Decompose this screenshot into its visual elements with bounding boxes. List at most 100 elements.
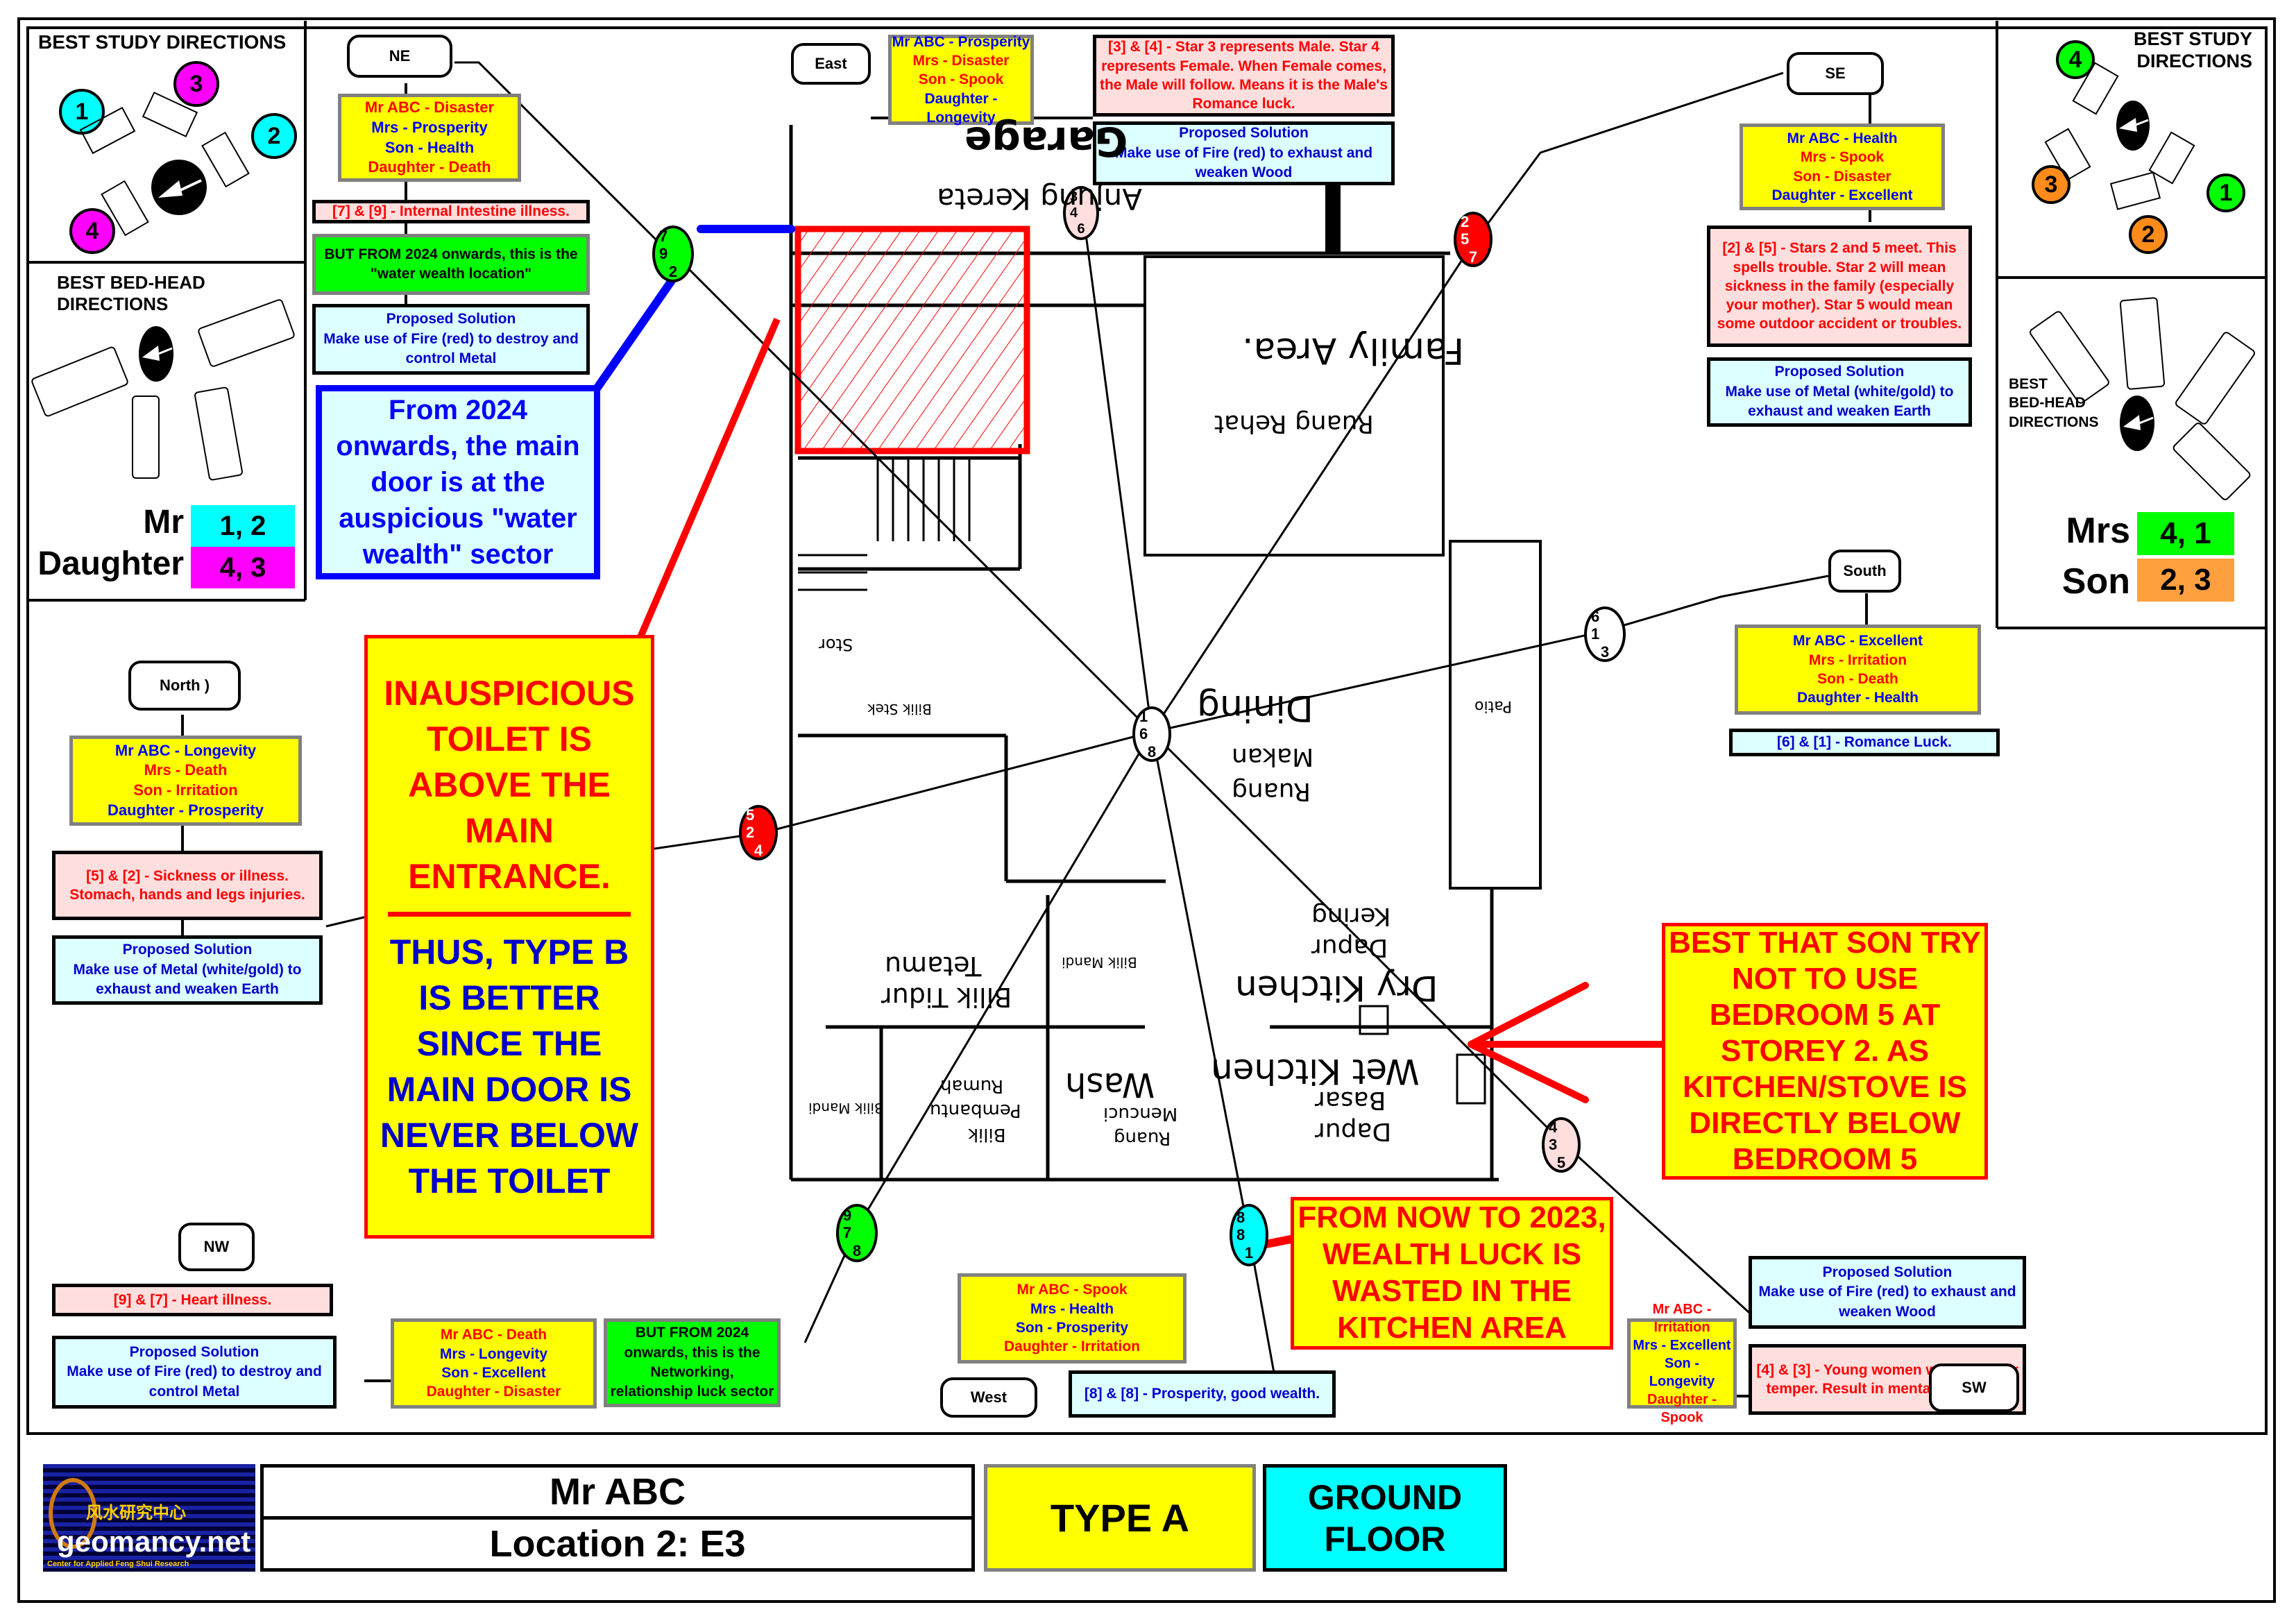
logo-text: geomancy.net [57,1525,251,1558]
study-number-badge: 1 [59,89,105,135]
luck-line: Daughter - Irritation [1003,1339,1140,1355]
luck-line: Mrs - Health [1030,1300,1114,1317]
star-bottom: 8 [1147,742,1157,760]
room-label-bath-2: Bilik Mandi [1062,954,1137,971]
luck-line: Mr ABC - Excellent [1792,633,1923,649]
room-label-guest-bed-1: Bilik Tidur [881,982,1012,1012]
client-name: Mr ABC [260,1464,975,1520]
solution-text: Make use of Fire (red) to exhaust and we… [1114,144,1373,181]
solution-ne: Proposed Solution Make use of Fire (red)… [312,304,590,375]
sector-label-east: East [791,43,871,85]
room-label-family-malay: Ruang Rehat [1214,409,1374,438]
compass-icon [2116,101,2150,151]
bed-title-line: BED-HEAD [2009,395,2086,411]
left-study-title: BEST STUDY DIRECTIONS [38,31,287,53]
type-label: TYPE A [984,1464,1256,1572]
luck-line: Mr ABC - Prosperity [892,33,1030,50]
sector-label-west: West [940,1377,1037,1418]
green-note-ne: BUT FROM 2024 onwards, this is the "wate… [312,234,590,295]
sector-label-sw: SW [1929,1363,2019,1412]
sector-label-se: SE [1787,52,1884,95]
room-label-wet-kitchen-malay-2: Basar [1315,1086,1386,1114]
room-label-maid-1: Bilik [968,1124,1006,1145]
note-east: [3] & [4] - Star 3 represents Male. Star… [1093,35,1395,117]
study-number-badge: 1 [2206,173,2245,212]
room-label-dining-malay-1: Ruang [1232,777,1311,806]
room-label-dining-malay-2: Makan [1232,742,1314,771]
room-label-dry-kitchen: Dry Kitchen [1235,968,1438,1008]
study-number-badge: 3 [2032,165,2070,204]
solution-nw: Proposed Solution Make use of Fire (red)… [52,1336,337,1409]
solution-sw: Proposed Solution Make use of Fire (red)… [1749,1256,2026,1329]
room-label-guest-bed-2: Tetamu [885,951,982,981]
room-label-wash: Wash [1065,1065,1155,1104]
star-top: 3 4 [1070,189,1082,221]
bed-icon [2119,296,2166,391]
luck-line: Mrs - Death [144,761,228,779]
star-bottom: 1 [1244,1243,1254,1261]
solution-north: Proposed Solution Make use of Metal (whi… [52,935,323,1005]
study-number-badge: 2 [2129,215,2168,254]
luck-line: Son - Irritation [133,781,238,799]
luck-line: Daughter - Spook [1647,1392,1717,1425]
east-connector-post [1325,185,1341,255]
logo-subtext: Center for Applied Feng Shui Research [47,1560,189,1568]
logo: 风水研究中心 geomancy.net Center for Applied F… [43,1464,255,1572]
bed-title-line: DIRECTIONS [2009,414,2099,430]
legend-label-mr: Mr [143,504,184,541]
star-top: 6 1 [1591,608,1604,643]
bed-title-line: BEST BED-HEAD [57,272,205,293]
legend-value-son: 2, 3 [2137,559,2234,602]
wealth-wasted-callout: FROM NOW TO 2023, WEALTH LUCK IS WASTED … [1291,1197,1613,1350]
solution-text: Make use of Fire (red) to destroy and co… [323,330,579,367]
right-study-title: BEST STUDY DIRECTIONS [2134,28,2252,73]
star-top: 5 2 [746,806,759,842]
star-bottom: 2 [668,262,678,280]
study-title-line: BEST STUDY [2134,28,2253,49]
son-bedroom-callout: BEST THAT SON TRY NOT TO USE BEDROOM 5 A… [1662,923,1988,1180]
luck-line: Daughter - Excellent [1771,187,1913,203]
star-top: 8 8 [1236,1209,1250,1244]
sector-label-nw: NW [178,1223,255,1271]
luck-line: Mrs - Irritation [1808,652,1907,668]
legend-label-mrs: Mrs [2066,511,2130,551]
solution-title: Proposed Solution [1774,364,1905,380]
star-top: 4 3 [1549,1119,1562,1154]
luck-line: Son - Excellent [441,1365,546,1381]
room-label-bath-3: Bilik Mandi [808,1100,884,1116]
star-bottom: 7 [1468,248,1478,266]
room-label-porch: Anjung Kereta [937,182,1142,216]
luck-line: Son - Spook [918,71,1004,88]
compass-icon [151,160,207,215]
room-label-family: Family Area. [1242,330,1465,371]
luck-line: Daughter - Longevity [924,90,998,126]
toilet-warning-callout: INAUSPICIOUS TOILET IS ABOVE THE MAIN EN… [364,635,654,1239]
solution-title: Proposed Solution [1179,125,1309,142]
legend-label-son: Son [2061,561,2130,602]
star-top: 7 9 [659,228,672,263]
luck-line: Mrs - Longevity [439,1345,548,1362]
star-top: 2 5 [1461,213,1474,248]
compass-icon [2120,396,2154,451]
solution-title: Proposed Solution [386,311,516,328]
room-label-dry-kitchen-malay-2: Kering [1311,902,1391,931]
room-label-wash-malay-2: Mencuci [1103,1103,1178,1124]
room-label-dry-kitchen-malay-1: Dapur [1311,933,1388,962]
note-ne: [7] & [9] - Internal Intestine illness. [312,200,590,223]
star-top: 9 7 [843,1207,856,1242]
bed-title-line: DIRECTIONS [57,294,169,315]
luck-line: Mr ABC - Health [1787,130,1898,146]
room-label-dining: Dining [1197,687,1313,729]
star-bottom: 8 [852,1241,862,1259]
